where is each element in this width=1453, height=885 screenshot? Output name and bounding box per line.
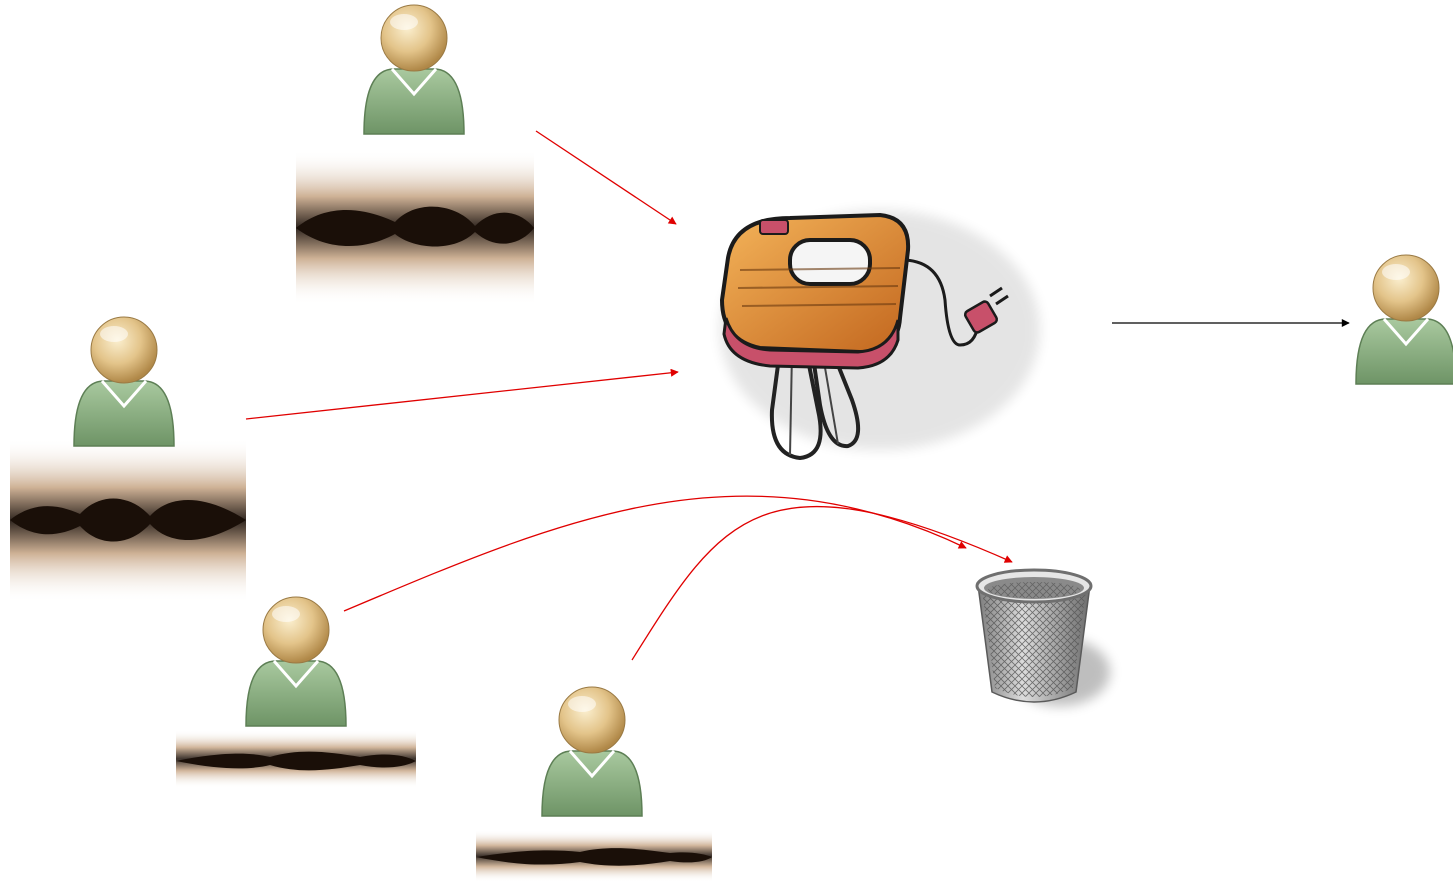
edges [245, 130, 1350, 661]
edge-speaker-2-to-mixer [245, 368, 679, 420]
person-icon [244, 595, 348, 728]
waveform-speaker-3 [176, 730, 416, 788]
mixer [719, 210, 1040, 461]
hand-mixer-icon [719, 210, 1040, 461]
speaker-2 [10, 315, 246, 603]
trash [975, 568, 1110, 706]
speaker-3 [176, 595, 416, 788]
person-icon [72, 315, 176, 448]
edge-speaker-4-to-trash [631, 505, 1013, 661]
waveform-speaker-2 [10, 438, 246, 603]
person-icon [362, 3, 466, 136]
waveform-speaker-4 [476, 830, 712, 882]
edge-speaker-1-to-mixer [535, 130, 677, 225]
listener [1354, 253, 1453, 386]
trash-bin-icon [975, 568, 1110, 706]
person-icon [1354, 253, 1453, 386]
person-icon [540, 685, 644, 818]
speaker-1 [296, 3, 534, 305]
speaker-4 [476, 685, 712, 882]
waveform-speaker-1 [296, 150, 534, 305]
